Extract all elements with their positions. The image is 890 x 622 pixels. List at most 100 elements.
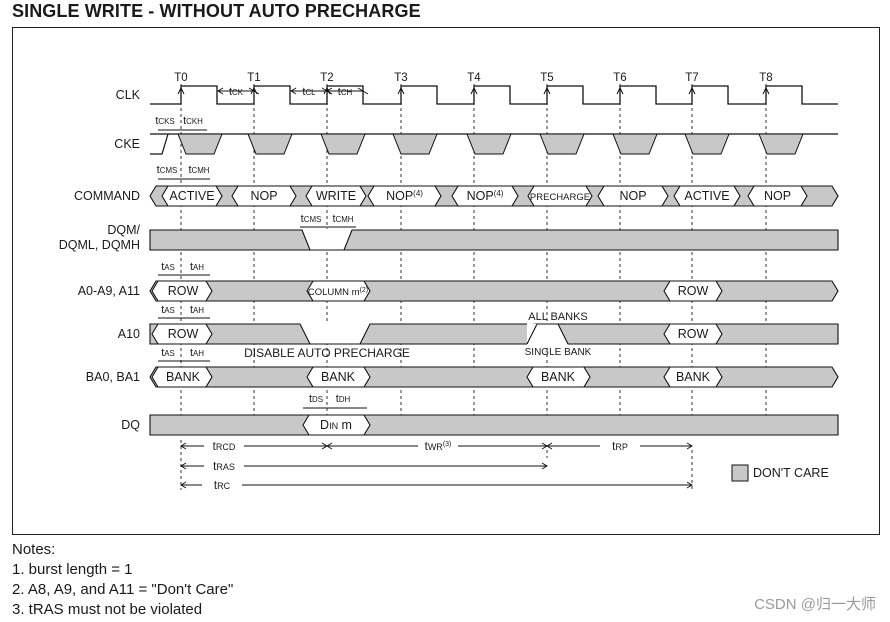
trp-span-arrow — [686, 442, 693, 450]
address-tas-label: tAS — [161, 261, 175, 273]
command-4 — [367, 185, 442, 207]
label-a10: A10 — [118, 327, 140, 341]
cke-dont-care-notch — [684, 133, 730, 155]
diagram-frame — [12, 27, 880, 535]
dqm-tcmh-label: tCMH — [332, 213, 353, 225]
tcl-span-arrow — [290, 87, 297, 95]
clk-edge-arrow — [688, 86, 696, 95]
clock-tick-label: T5 — [540, 72, 553, 84]
cke-initial-rise — [150, 133, 169, 155]
notes: Notes: 1. burst length = 1 2. A8, A9, an… — [12, 540, 233, 620]
bank-label: BANK — [166, 370, 201, 384]
tras-span-label: tRAS — [213, 461, 235, 473]
cke-dont-care-notch — [539, 133, 585, 155]
clk-edge-arrow — [616, 86, 624, 95]
tdh-label: tDH — [336, 393, 351, 405]
bank-tas-label: tAS — [161, 347, 175, 359]
dq-data-in — [302, 414, 371, 436]
tras-span-arrow — [541, 462, 548, 470]
dqm-dont-care — [149, 229, 839, 251]
a10-tah-label: tAH — [190, 304, 204, 316]
note-3: 3. tRAS must not be violated — [12, 601, 203, 618]
clk-edge-arrow — [543, 86, 551, 95]
address-row-label: ROW — [168, 284, 199, 298]
tck-span-arrow — [248, 87, 260, 95]
cke-dont-care-notch — [392, 133, 438, 155]
cke-dont-care-notch — [320, 133, 366, 155]
bank-2 — [306, 366, 371, 388]
a10-dont-care — [149, 323, 839, 345]
twr-span-label: tWR(3) — [425, 441, 452, 453]
command-label: WRITE — [316, 189, 356, 203]
trc-span-label-bg — [202, 477, 242, 491]
clock-tick-label: T0 — [174, 72, 187, 84]
watermark: CSDN @归一大师 — [754, 596, 876, 613]
clk-edge-arrow — [762, 86, 770, 95]
trc-span-label: tRC — [214, 480, 231, 492]
command-1 — [161, 185, 223, 207]
tck-span-arrow — [217, 87, 224, 95]
clock-tick-label: T2 — [320, 72, 333, 84]
note-1: 1. burst length = 1 — [12, 561, 133, 578]
a10-tas-label: tAS — [161, 304, 175, 316]
cke-dont-care-notch — [758, 133, 804, 155]
dont-care-legend-label: DON'T CARE — [753, 466, 829, 480]
a10-row-label: ROW — [168, 327, 199, 341]
command-label: ACTIVE — [684, 189, 729, 203]
command-label: NOP — [764, 189, 791, 203]
bank-label: BANK — [321, 370, 356, 384]
address-column — [306, 280, 371, 302]
dqm-low-window — [302, 229, 352, 251]
trp-span-arrow — [546, 442, 553, 450]
label-dqml-dqmh: DQML, DQMH — [59, 238, 140, 252]
a10-row-1 — [151, 323, 213, 345]
a10-row-label: ROW — [678, 327, 709, 341]
command-label: NOP — [619, 189, 646, 203]
trcd-span-label-bg — [204, 438, 244, 452]
clock-tick-label: T8 — [759, 72, 772, 84]
command-3 — [305, 185, 367, 207]
dqm-tcms-label: tCMS — [301, 213, 322, 225]
dq-dont-care — [149, 414, 839, 436]
cke-dont-care-notch — [612, 133, 658, 155]
address-row-2 — [663, 280, 723, 302]
a10-low-edges — [299, 323, 371, 345]
bank-4 — [663, 366, 723, 388]
command-label: NOP(4) — [386, 189, 423, 203]
bank-label: BANK — [541, 370, 576, 384]
tck-label: tCK — [229, 86, 244, 98]
clk-edge-arrow — [470, 86, 478, 95]
command-7 — [597, 185, 669, 207]
clk-edge-arrow — [177, 86, 185, 95]
label-address: A0-A9, A11 — [78, 284, 140, 298]
command-8 — [673, 185, 741, 207]
cke-dont-care-notch — [177, 133, 223, 155]
tcl-label: tCL — [302, 86, 316, 98]
tch-label: tCH — [338, 86, 353, 98]
twr-span-label-bg — [418, 438, 458, 452]
command-label: NOP(4) — [467, 189, 504, 203]
command-label: ACTIVE — [169, 189, 214, 203]
clock-tick-label: T6 — [613, 72, 626, 84]
label-bank-address: BA0, BA1 — [86, 370, 140, 384]
trc-span-arrow — [686, 481, 693, 489]
tcmh-label: tCMH — [188, 164, 209, 176]
twr-span-arrow — [326, 442, 333, 450]
a10-row-2 — [663, 323, 723, 345]
clock-tick-label: T3 — [394, 72, 407, 84]
command-5 — [451, 185, 519, 207]
command-6 — [527, 185, 593, 207]
a10-precharge-edges — [526, 323, 569, 345]
tds-label: tDS — [309, 393, 323, 405]
trcd-span-label: tRCD — [213, 441, 236, 453]
clk-waveform — [150, 85, 838, 105]
command-9 — [747, 185, 808, 207]
dq-data-in-label: DIN m — [320, 418, 352, 432]
bank-1 — [151, 366, 213, 388]
bank-dont-care — [149, 366, 839, 388]
tch-span-arrow — [357, 87, 369, 95]
cke-dont-care-notch — [247, 133, 293, 155]
label-command: COMMAND — [74, 189, 140, 203]
command-label: NOP — [250, 189, 277, 203]
note-2: 2. A8, A9, and A11 = "Don't Care" — [12, 581, 234, 598]
